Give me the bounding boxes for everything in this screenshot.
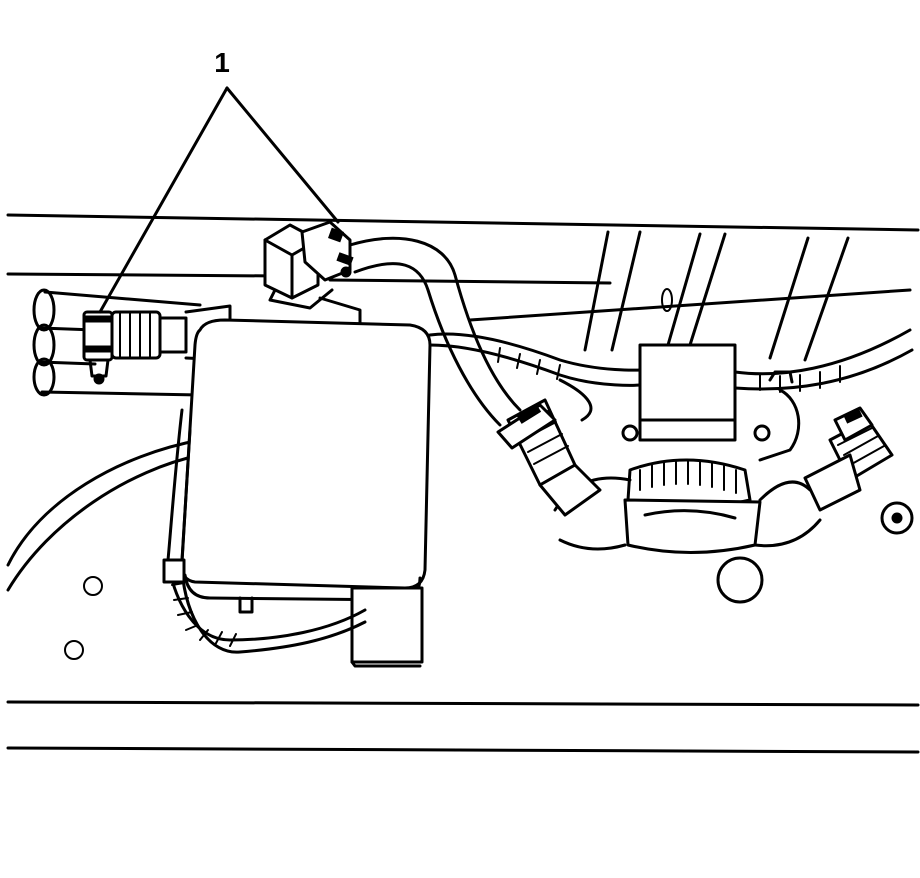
tank-plug	[716, 556, 764, 604]
module-bolt-left	[621, 424, 639, 442]
crossmember-slot	[661, 288, 673, 312]
quick-connect-clip-module-right[interactable]	[833, 406, 874, 442]
quick-connect-clip-left[interactable]	[82, 310, 114, 385]
module-fitting-right	[768, 370, 894, 512]
quick-connect-clip-top[interactable]	[300, 220, 354, 282]
fuel-lines-left	[32, 288, 232, 397]
grommet	[880, 501, 914, 535]
callout-label-1: 1	[214, 47, 230, 78]
crossmember	[328, 230, 912, 362]
upper-connectors	[263, 220, 362, 332]
module-bolt-right	[753, 424, 771, 442]
harness-connector-lower	[350, 586, 424, 664]
line-union	[158, 316, 188, 354]
wiring-harness	[162, 328, 914, 654]
callout-1: 1	[98, 47, 340, 314]
leader-line-right	[225, 86, 340, 224]
vapor-hose	[348, 236, 522, 427]
fuel-pump-module	[553, 343, 822, 554]
fuel-filter	[166, 318, 432, 668]
quick-connect-clip-module-left[interactable]	[496, 403, 557, 450]
fuel-tank-outline	[6, 438, 914, 660]
tank-hole-1	[83, 576, 103, 596]
tank-hole-2	[64, 640, 84, 660]
leader-line-left	[98, 86, 229, 314]
module-fitting-left	[496, 398, 602, 517]
frame-rails	[6, 213, 920, 754]
